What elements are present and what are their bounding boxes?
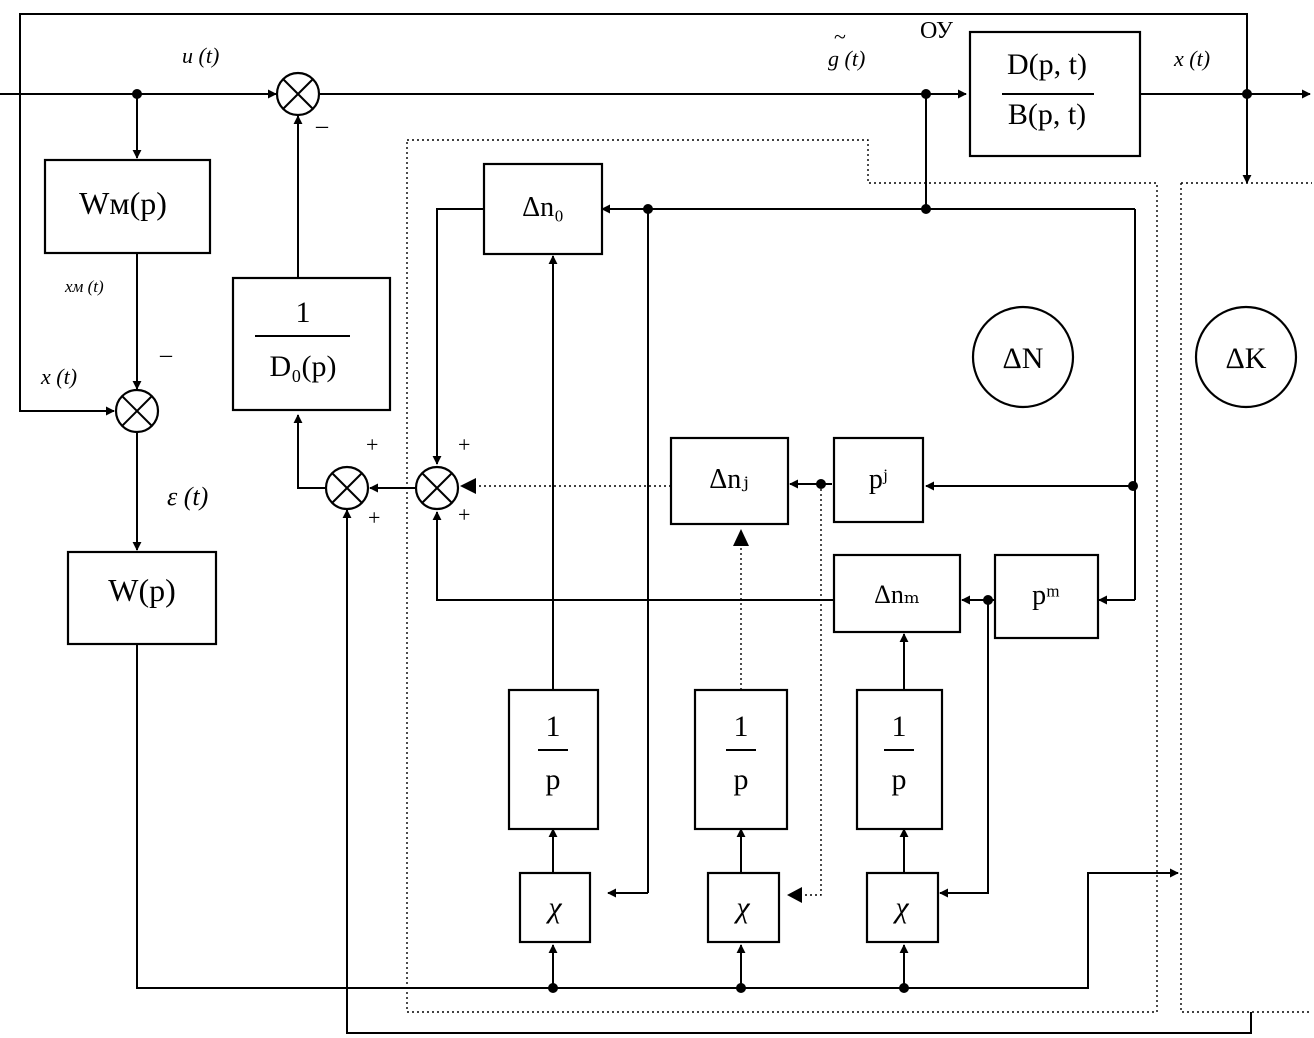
summer-inner — [414, 465, 460, 511]
pj-block: pʲ — [832, 436, 925, 524]
d0-inverse-block: 1 D₀(p) — [231, 276, 392, 412]
model-block: Wм(p) — [43, 158, 212, 255]
region-dN-label: ΔN — [1003, 342, 1044, 375]
sign-inner-plus-top: + — [458, 432, 470, 457]
sign-inner-plus-bottom: + — [458, 502, 470, 527]
region-dN-outline — [406, 139, 1158, 1013]
pm-block: pᵐ — [993, 553, 1100, 640]
integrator-block-j: 1 p — [693, 688, 789, 831]
signal-lines — [0, 13, 1311, 1034]
integrator-0-numerator: 1 — [546, 710, 561, 743]
region-dK-marker: ΔK — [1194, 305, 1298, 409]
sign-error-minus: – — [159, 342, 173, 368]
dotted-arrowheads — [460, 478, 802, 903]
integrator-0-denominator: p — [546, 763, 561, 796]
summer-main — [275, 71, 321, 117]
multiplier-j-label: χ — [733, 891, 750, 924]
label-u: u (t) — [182, 43, 219, 68]
integrator-m-denominator: p — [892, 763, 907, 796]
plant-block: D(p, t) B(p, t) — [968, 30, 1142, 158]
label-g-tilde-accent: ~ — [834, 24, 846, 49]
integrator-m-numerator: 1 — [892, 710, 907, 743]
dotted-signal-lines — [462, 484, 822, 896]
dnm-block: Δnₘ — [832, 553, 962, 634]
plant-label: ОУ — [920, 18, 953, 44]
junction-dots — [132, 89, 1252, 993]
dn0-label: Δn₀ — [522, 192, 564, 223]
multiplier-block-0: χ — [518, 871, 592, 944]
integrator-block-0: 1 p — [507, 688, 600, 831]
multiplier-m-label: χ — [892, 891, 909, 924]
label-epsilon: ε (t) — [167, 482, 208, 511]
sign-main-minus: – — [315, 113, 329, 139]
multiplier-block-j: χ — [706, 871, 781, 944]
sign-outer-plus-top: + — [366, 432, 378, 457]
pm-label: pᵐ — [1032, 580, 1060, 611]
controller-block: W(p) — [66, 550, 218, 646]
integrator-j-numerator: 1 — [734, 710, 749, 743]
integrator-block-m: 1 p — [855, 688, 944, 831]
model-transfer-label: Wм(p) — [79, 185, 167, 221]
label-g-tilde: g (t) — [828, 46, 865, 71]
label-x-feedback: x (t) — [40, 364, 77, 389]
dnj-label: Δnⱼ — [709, 464, 748, 495]
label-xm: xм (t) — [64, 277, 104, 296]
dnj-block: Δnⱼ — [669, 436, 790, 526]
dn0-block: Δn₀ — [482, 162, 604, 256]
controller-transfer-label: W(p) — [108, 572, 176, 608]
d0-denominator: D₀(p) — [269, 350, 336, 383]
plant-denominator: B(p, t) — [1008, 98, 1086, 131]
region-dN-marker: ΔN — [971, 305, 1075, 409]
multiplier-block-m: χ — [865, 871, 940, 944]
dnm-label: Δnₘ — [874, 580, 920, 609]
label-x-output: x (t) — [1173, 46, 1210, 71]
summer-outer — [324, 465, 370, 511]
plant-numerator: D(p, t) — [1007, 48, 1087, 81]
integrator-j-denominator: p — [734, 763, 749, 796]
d0-numerator: 1 — [296, 296, 311, 329]
sign-outer-plus-bottom: + — [368, 505, 380, 530]
pj-label: pʲ — [869, 464, 887, 495]
multiplier-0-label: χ — [545, 891, 562, 924]
region-dK-label: ΔK — [1226, 342, 1267, 375]
summer-error — [114, 388, 160, 434]
